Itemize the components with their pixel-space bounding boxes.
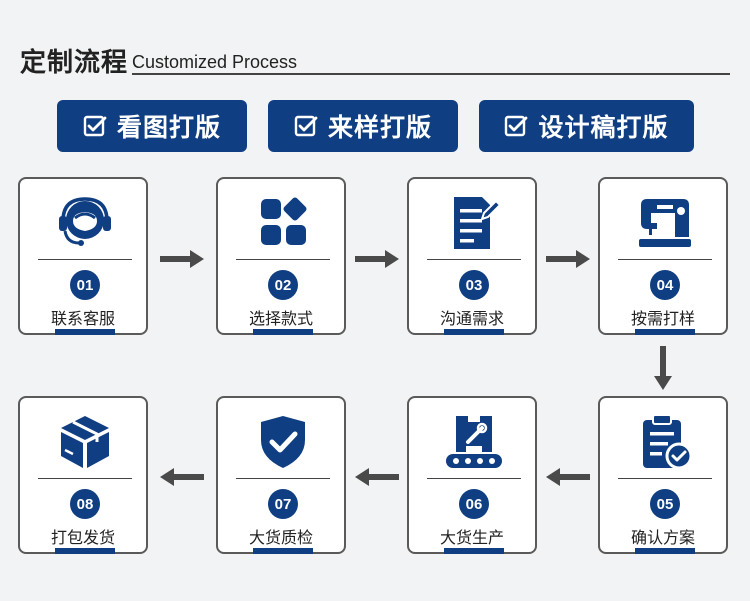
step-card-03: 03 沟通需求: [407, 177, 537, 335]
checkbox-icon: [505, 115, 528, 137]
step-number: 08: [70, 489, 100, 519]
step-card-07: 07 大货质检: [216, 396, 346, 554]
badge-label: 来样打版: [327, 113, 432, 142]
step-label: 打包发货: [50, 528, 115, 547]
arrow-left-icon: [546, 468, 590, 486]
step-number: 02: [268, 270, 298, 300]
title-underline: [132, 73, 730, 75]
step-card-04: 04 按需打样: [598, 177, 728, 335]
card-accent-bar: [635, 329, 695, 335]
page-subtitle: Customized Process: [132, 52, 298, 72]
step-number: 04: [650, 270, 680, 300]
shield-check-icon: [261, 416, 305, 468]
arrow-right-icon: [546, 250, 590, 268]
step-label: 按需打样: [630, 309, 695, 328]
step-number: 01: [70, 270, 100, 300]
badge-picture-sample: 看图打版: [57, 100, 247, 152]
step-number: 05: [650, 489, 680, 519]
arrow-left-icon: [160, 468, 204, 486]
step-label: 联系客服: [50, 309, 115, 328]
step-card-02: 02 选择款式: [216, 177, 346, 335]
arrow-left-icon: [355, 468, 399, 486]
arrow-down-icon: [654, 346, 672, 390]
step-label: 大货质检: [248, 528, 313, 547]
divider: [427, 478, 521, 479]
page-title: 定制流程: [20, 48, 129, 78]
badge-label: 看图打版: [116, 113, 221, 142]
badge-design-draft: 设计稿打版: [479, 100, 694, 152]
package-box-icon: [61, 416, 109, 468]
card-accent-bar: [55, 548, 115, 554]
card-accent-bar: [253, 329, 313, 335]
card-accent-bar: [253, 548, 313, 554]
clipboard-check-icon: [643, 414, 693, 470]
apps-grid-icon: [261, 197, 307, 245]
step-number: 07: [268, 489, 298, 519]
checkbox-icon: [83, 115, 107, 137]
headset-icon: [59, 197, 111, 246]
card-accent-bar: [55, 329, 115, 335]
divider: [618, 478, 712, 479]
divider: [38, 478, 132, 479]
card-accent-bar: [444, 329, 504, 335]
step-card-08: 08 打包发货: [18, 396, 148, 554]
document-edit-icon: [454, 197, 502, 249]
card-accent-bar: [635, 548, 695, 554]
checkbox-icon: [294, 115, 318, 137]
badge-sample-copy: 来样打版: [268, 100, 458, 152]
step-label: 选择款式: [248, 309, 313, 328]
badge-label: 设计稿打版: [538, 113, 669, 142]
divider: [38, 259, 132, 260]
arrow-right-icon: [355, 250, 399, 268]
step-label: 沟通需求: [439, 309, 504, 328]
divider: [236, 259, 330, 260]
divider: [618, 259, 712, 260]
arrow-right-icon: [160, 250, 204, 268]
step-number: 03: [459, 270, 489, 300]
divider: [427, 259, 521, 260]
step-card-01: 01 联系客服: [18, 177, 148, 335]
step-number: 06: [459, 489, 489, 519]
step-card-05: 05 确认方案: [598, 396, 728, 554]
card-accent-bar: [444, 548, 504, 554]
step-label: 大货生产: [439, 528, 504, 547]
production-line-icon: [446, 416, 502, 468]
divider: [236, 478, 330, 479]
sewing-machine-icon: [639, 199, 691, 247]
step-label: 确认方案: [630, 528, 695, 547]
step-card-06: 06 大货生产: [407, 396, 537, 554]
